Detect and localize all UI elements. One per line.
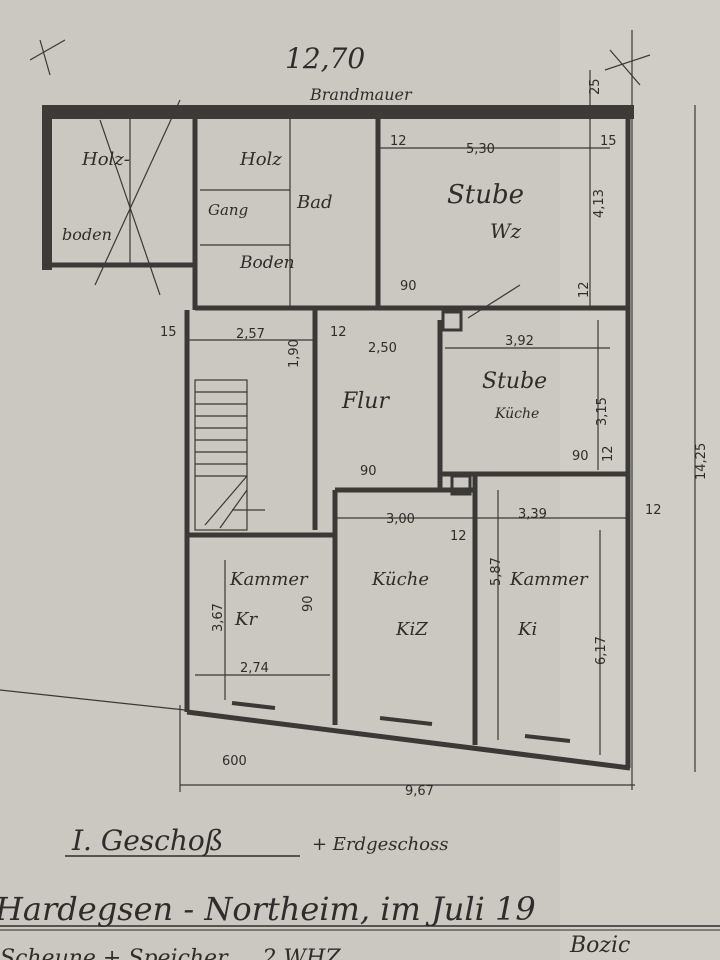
dim-kueche-width: 3,92 [505,334,534,349]
staircase [194,379,265,531]
firewall-wall [42,105,634,119]
place-date: Hardegsen - Northeim, im Juli 19 [0,890,536,928]
floor-title: I. Geschoß [71,824,223,857]
room-holzboden-label-2: boden [62,225,112,244]
room-holz-label: Holz [239,149,282,170]
dim-kiz-height: 5,87 [489,557,504,586]
dim-kr-width: 2,74 [240,661,269,676]
dim-kr-height: 3,67 [211,603,226,632]
dim-bottom-600: 600 [222,754,247,769]
dim-stube-height: 4,13 [592,189,607,218]
dim-ki-height: 6,17 [594,636,609,665]
overall-width-dim: 12,70 [285,42,365,75]
signature: Bozic [569,933,630,958]
dimension-lines [179,70,696,792]
dim-flur-width: 2,50 [368,341,397,356]
dim-door-90c: 90 [360,464,377,479]
floor-addition: + Erdgeschoss [312,834,448,855]
dim-door-90b: 90 [572,449,589,464]
room-ki-abbr: Ki [517,619,537,640]
room-kammer-abbr: Kr [234,609,258,630]
room-boden-label: Boden [239,253,295,273]
dim-12a: 12 [390,134,407,149]
left-outer-wall [42,105,52,270]
room-kueche-label: Küche [494,406,539,422]
room-stube-kueche-label: Stube [482,369,547,394]
room-flur-label: Flur [341,389,390,414]
room-gang-label: Gang [208,201,248,219]
dim-12c: 12 [330,325,347,340]
room-kammer-label: Kammer [229,569,309,590]
room-holzboden-label-1: Holz- [81,149,130,170]
light-walls [129,118,291,308]
chimney-2 [450,474,472,496]
bottom-note: Scheune + Speicher ... 2 WHZ [0,946,341,960]
corner-marks [0,30,651,790]
room-stube-abbr: Wz [490,219,522,243]
dim-12f: 12 [450,529,467,544]
room-kammer-2-label: Kammer [509,569,589,590]
dim-12b: 12 [577,281,592,298]
dim-kiz-width: 3,00 [386,512,415,527]
crossed-out-marks [94,99,181,296]
dim-ki-width: 3,39 [518,507,547,522]
arrow-icon [467,284,521,319]
dim-12e: 12 [645,503,662,518]
room-stube-label: Stube [447,180,524,210]
dim-15a: 15 [600,134,617,149]
dim-stube-width: 5,30 [466,142,495,157]
dim-door-90a: 90 [400,279,417,294]
dim-total-bottom: 9,67 [405,784,434,799]
firewall-label: Brandmauer [309,85,413,104]
chimney [441,310,463,332]
window-marks [231,701,571,743]
dim-stair-width: 2,57 [236,327,265,342]
dim-25: 25 [588,78,603,95]
dim-15b: 15 [160,325,177,340]
room-kueche-2-label: Küche [371,569,429,590]
paper-light-area [560,0,720,960]
dim-total-right: 14,25 [694,443,709,480]
dim-12d: 12 [601,445,616,462]
dim-door-90d: 90 [301,595,316,612]
room-kiz-abbr: KiZ [395,619,428,640]
room-bad-label: Bad [296,192,332,213]
dim-flur-190: 1,90 [287,339,302,368]
dim-kueche-height: 3,15 [595,397,610,426]
